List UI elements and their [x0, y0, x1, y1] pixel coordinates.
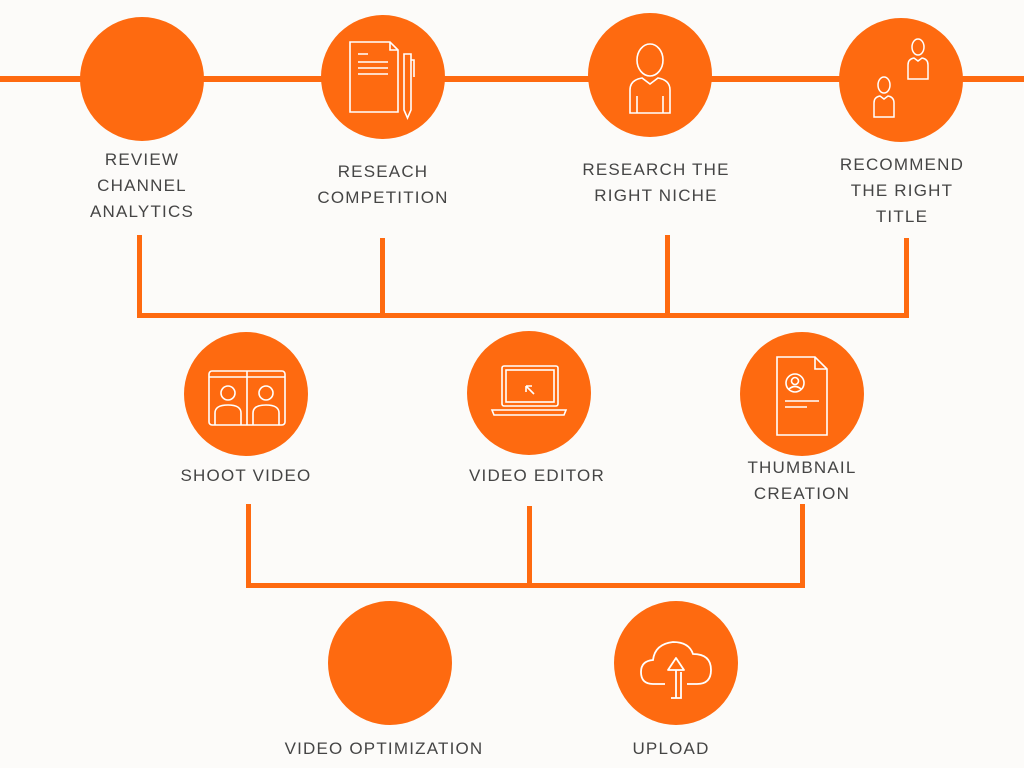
step-recommend-title — [839, 18, 963, 142]
step-label: VIDEO EDITOR — [469, 466, 605, 485]
person-icon — [629, 43, 671, 114]
step-label: RESEACH COMPETITION — [317, 162, 449, 207]
laptop-icon — [490, 365, 568, 416]
step-review-analytics — [80, 17, 204, 141]
connector — [665, 235, 670, 318]
connector — [246, 583, 805, 588]
connector — [137, 313, 909, 318]
connector — [380, 238, 385, 318]
step-upload — [614, 601, 738, 725]
step-label: VIDEO OPTIMIZATION — [284, 739, 484, 758]
step-label: SHOOT VIDEO — [180, 466, 312, 485]
step-label: UPLOAD — [632, 739, 710, 758]
step-label: RESEARCH THE RIGHT NICHE — [582, 160, 730, 205]
step-label: THUMBNAIL CREATION — [747, 458, 857, 503]
connector — [137, 235, 142, 318]
step-video-editor — [467, 331, 591, 455]
cloud-upload-icon — [640, 641, 712, 699]
step-research-niche — [588, 13, 712, 137]
video-call-icon — [208, 370, 286, 426]
top-timeline-line — [0, 76, 1024, 82]
connector — [904, 238, 909, 318]
step-label: REVIEW CHANNEL ANALYTICS — [89, 150, 194, 221]
step-research-competition — [321, 15, 445, 139]
connector — [527, 506, 532, 588]
step-shoot-video — [184, 332, 308, 456]
step-video-optimization — [328, 601, 452, 725]
connector — [246, 504, 251, 588]
document-pen-icon — [349, 41, 415, 120]
two-people-icon — [873, 38, 929, 118]
step-label: RECOMMEND THE RIGHT TITLE — [839, 155, 965, 226]
connector — [800, 504, 805, 588]
profile-document-icon — [776, 356, 828, 436]
step-thumbnail-creation — [740, 332, 864, 456]
